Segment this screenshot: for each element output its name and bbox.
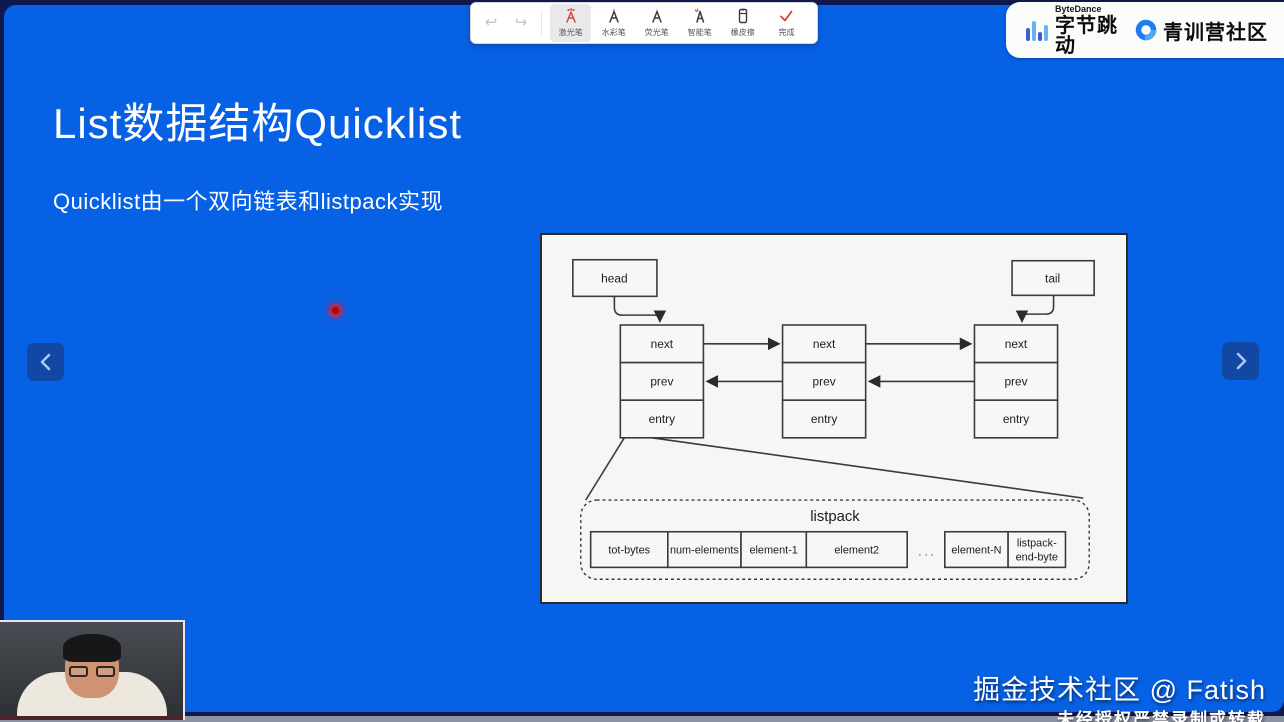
channel-watermark: 掘金技术社区 @ Fatish 未经授权严禁录制或转载: [973, 668, 1266, 722]
quicklist-node-1: next prev entry: [619, 324, 705, 439]
cell-end-byte-line2: end-byte: [1016, 551, 1058, 563]
cell-tot-bytes: tot-bytes: [608, 545, 650, 557]
svg-text:next: next: [1005, 337, 1028, 351]
svg-text:next: next: [813, 337, 836, 351]
tail-label: tail: [1045, 271, 1060, 285]
history-buttons: ↩ ↪: [481, 13, 531, 33]
tool-label: 激光笔: [558, 27, 583, 37]
svg-text:prev: prev: [813, 374, 836, 388]
cell-ellipsis: . . .: [918, 547, 933, 559]
tool-watercolor-pen[interactable]: 水彩笔: [593, 4, 634, 42]
listpack-title: listpack: [810, 509, 860, 525]
chevron-right-icon: [1236, 352, 1246, 370]
svg-text:prev: prev: [650, 374, 673, 388]
bytedance-en-label: ByteDance: [1055, 3, 1102, 14]
undo-icon[interactable]: ↩: [484, 14, 498, 31]
entry-expansion-line-left: [585, 437, 625, 501]
quicklist-node-2: next prev entry: [781, 324, 867, 439]
quicklist-diagram: head tail next prev entry next prev entr…: [540, 233, 1128, 604]
chevron-left-icon: [40, 353, 50, 371]
svg-text:next: next: [651, 337, 674, 351]
prev-slide-button[interactable]: [27, 343, 64, 381]
tool-highlighter-pen[interactable]: 荧光笔: [636, 4, 677, 42]
tail-box: [1011, 259, 1095, 297]
svg-text:entry: entry: [1003, 412, 1029, 426]
listpack-cells: tot-bytes num-elements element-1 element…: [589, 530, 1067, 569]
quicklist-diagram-svg: head tail next prev entry next prev entr…: [572, 258, 1095, 580]
tool-label: 完成: [778, 27, 795, 37]
community-name-label: 青训营社区: [1163, 21, 1268, 44]
webcam-video[interactable]: [0, 620, 185, 720]
listpack-container: [580, 499, 1090, 580]
smart-pen-icon: [694, 8, 705, 23]
toolbar-divider: [541, 10, 542, 36]
cell-num-elements: num-elements: [670, 545, 739, 557]
watermark-notice: 未经授权严禁录制或转载: [1057, 710, 1266, 722]
svg-text:entry: entry: [811, 412, 837, 426]
head-pointer-arrow: [613, 296, 667, 323]
bytedance-cn-label: 字节跳动: [1055, 14, 1118, 57]
tool-label: 荧光笔: [644, 27, 669, 37]
svg-text:prev: prev: [1004, 374, 1027, 388]
laser-pen-icon: [565, 8, 576, 23]
slide-subtitle: Quicklist由一个双向链表和listpack实现: [53, 189, 443, 214]
annotation-toolbar: ↩ ↪ 激光笔 水彩笔 荧光笔 智能笔: [470, 2, 818, 44]
laser-pointer-dot: [329, 304, 342, 317]
cell-element-n: element-N: [951, 545, 1001, 557]
quicklist-node-3: next prev entry: [973, 324, 1059, 439]
highlighter-pen-icon: [652, 9, 662, 23]
watermark-author: 掘金技术社区 @ Fatish: [973, 675, 1266, 705]
tool-label: 智能笔: [687, 27, 713, 37]
eraser-icon: [739, 8, 748, 24]
webcam-desk-edge: [0, 716, 183, 720]
community-logo-block: 青训营社区: [1135, 16, 1268, 45]
head-label: head: [601, 271, 627, 285]
cell-end-byte-line1: listpack-: [1017, 538, 1057, 550]
cell-element-1: element-1: [749, 545, 797, 557]
head-box: [572, 258, 658, 298]
bytedance-logo-block: ByteDance 字节跳动: [1026, 3, 1119, 57]
tool-label: 橡皮擦: [731, 27, 756, 37]
entry-expansion-line-right: [651, 437, 1084, 499]
tool-label: 水彩笔: [601, 27, 626, 37]
svg-text:entry: entry: [649, 412, 675, 426]
next-slide-button[interactable]: [1222, 342, 1259, 380]
bytedance-logo-icon: [1026, 19, 1048, 41]
cell-element-2: element2: [834, 545, 879, 557]
tool-done[interactable]: 完成: [766, 4, 807, 42]
webcam-person-hair: [62, 634, 121, 662]
tool-laser-pen[interactable]: 激光笔: [549, 4, 592, 42]
watercolor-pen-icon: [608, 9, 619, 23]
bottom-edge-strip: [0, 716, 1284, 722]
slide-title: List数据结构Quicklist: [53, 100, 463, 147]
tool-smart-pen[interactable]: 智能笔: [679, 4, 720, 42]
webcam-person-glasses: [68, 666, 115, 678]
header-logo-card: ByteDance 字节跳动 青训营社区: [1006, 2, 1284, 58]
tool-eraser[interactable]: 橡皮擦: [723, 4, 764, 42]
tail-pointer-arrow: [1015, 295, 1055, 323]
redo-icon[interactable]: ↪: [514, 14, 528, 31]
checkmark-icon: [780, 10, 793, 22]
community-logo-icon: [1135, 19, 1157, 41]
